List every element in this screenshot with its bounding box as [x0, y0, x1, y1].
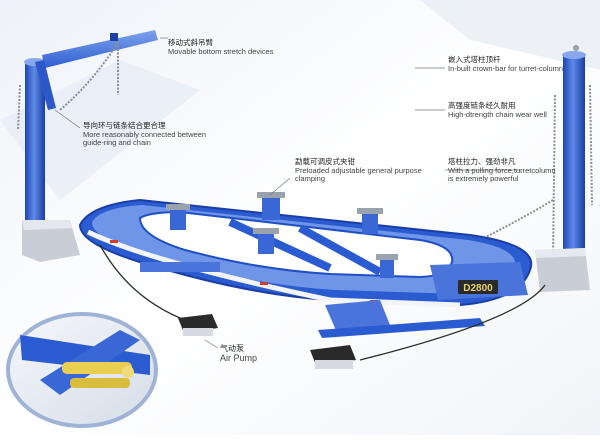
caption-en: High-dtrength chain wear well [448, 109, 547, 119]
caption-clamping: 勐载可调皮式夹钳 Preloaded adjustable general pu… [295, 157, 422, 184]
caption-stretch-device: 移动式斜吊臂 Movable bottom stretch devices [168, 38, 274, 56]
model-plate-text: D2800 [463, 283, 493, 294]
left-tower [17, 30, 158, 262]
caption-en: clamping [295, 174, 326, 184]
caption-zh: 嵌入式塔柱顶杆 [448, 55, 501, 64]
caption-chain: 高强度链条经久耐用 High-dtrength chain wear well [448, 101, 547, 119]
caption-crown-bar: 嵌入式塔柱顶杆 In-built crown-bar for turret-co… [448, 55, 564, 73]
caption-en: is extremely powerful [448, 174, 519, 184]
air-hose [99, 244, 191, 323]
caption-zh: 高强度链条经久耐用 [448, 101, 516, 110]
caption-en: Preloaded adjustable general purpose [295, 165, 422, 175]
caption-en: Air Pump [220, 353, 258, 364]
air-pump-right [310, 345, 356, 369]
caption-en: With a pulling force,turretcolumn [448, 165, 556, 175]
caption-en: More reasonably connected between [83, 129, 206, 139]
caption-pulling-force: 塔柱拉力、强劲非凡 With a pulling force,turretcol… [448, 157, 556, 184]
caption-en: In-built crown-bar for turret-column [448, 63, 564, 73]
callout-lines [54, 37, 520, 349]
right-tower [469, 45, 593, 292]
model-plate: D2800 [458, 280, 498, 294]
caption-zh: 勐载可调皮式夹钳 [295, 157, 355, 166]
caption-guide-ring: 导向环与链条结合更合理 More reasonably connected be… [83, 121, 206, 148]
caption-zh: 导向环与链条结合更合理 [83, 121, 166, 130]
inset-detail [6, 312, 158, 428]
caption-air-pump: 气动泵 Air Pump [220, 344, 257, 364]
caption-zh: 塔柱拉力、强劲非凡 [448, 157, 516, 166]
caption-en: guide-ring and chain [83, 138, 151, 148]
air-pump-left [178, 314, 218, 336]
caption-en: Movable bottom stretch devices [168, 46, 274, 56]
bg-shape [420, 0, 600, 70]
clamps [166, 192, 398, 278]
caption-zh: 移动式斜吊臂 [168, 38, 213, 47]
air-hose [359, 284, 546, 361]
caption-zh: 气动泵 [220, 344, 244, 353]
